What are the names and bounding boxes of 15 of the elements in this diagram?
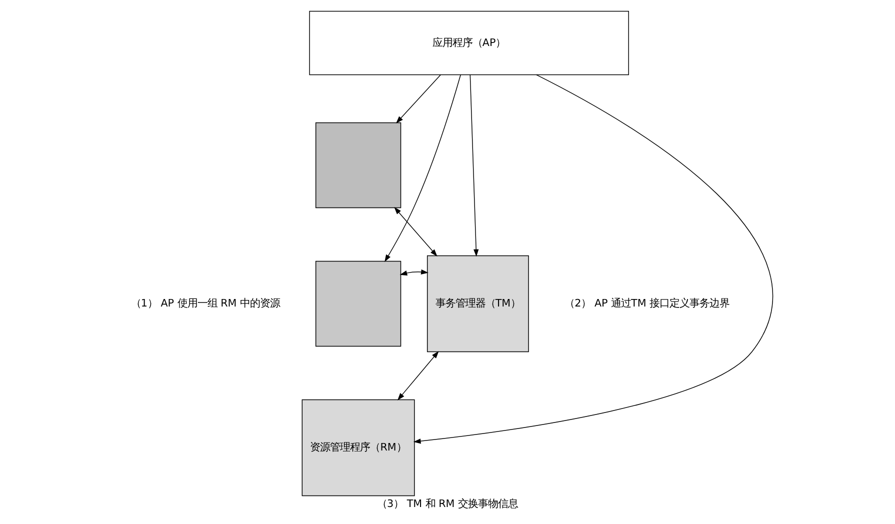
arrow [413,74,774,444]
node-box: 资源管理程序（RM） [302,399,415,496]
node-box: 应用程序（AP） [309,10,629,76]
arrow [400,269,428,276]
arrow [397,351,439,400]
arrow [396,74,441,124]
label: （1） AP 使用一组 RM 中的资源 [130,297,280,310]
node-box [315,122,402,208]
arrow [394,207,438,256]
node-box [315,260,402,347]
arrow [384,74,461,262]
caption: （3） TM 和 RM 交换事物信息 [376,498,518,510]
node-box: 事务管理器（TM） [426,255,529,352]
arrow [470,74,479,257]
label: （2） AP 通过TM 接口定义事务边界 [564,297,730,310]
